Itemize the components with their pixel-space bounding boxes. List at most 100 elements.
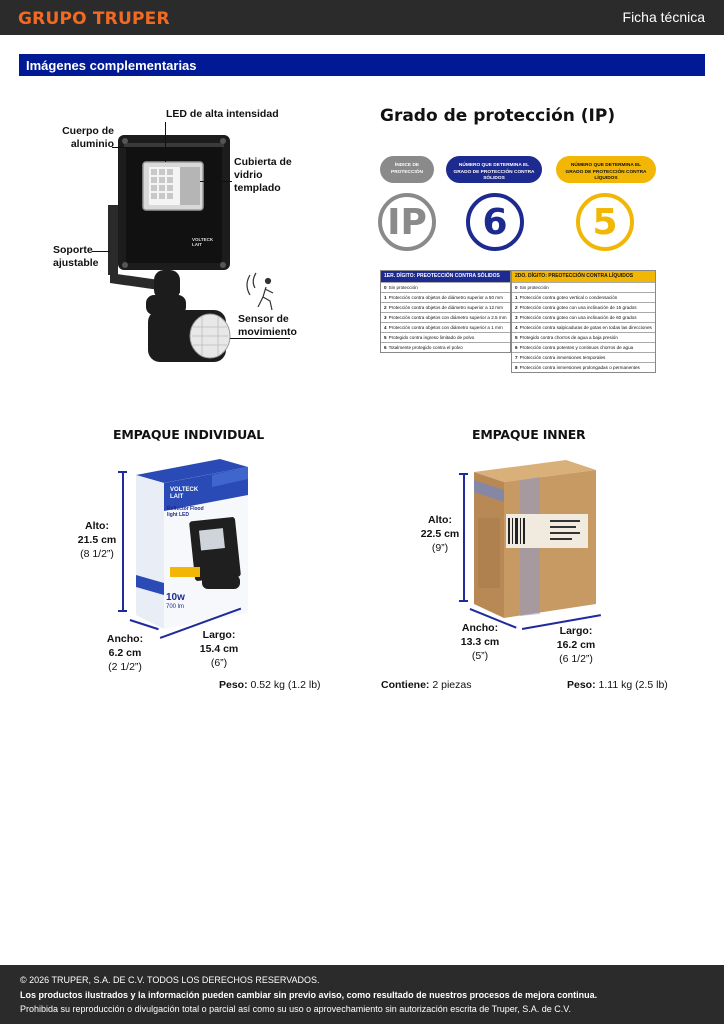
ip-solids-circle: 6: [466, 193, 524, 251]
callout-glass-line: [200, 181, 232, 182]
individual-width-in: (2 1/2”): [108, 661, 142, 673]
callout-body-line: [112, 147, 128, 148]
document-type-label: Ficha técnica: [622, 9, 705, 25]
individual-weight: Peso: 0.52 kg (1.2 lb): [219, 679, 321, 691]
individual-height-tick-top: [118, 471, 127, 473]
callout-glass: Cubierta de vidrio templado: [234, 156, 292, 194]
individual-height-tick-bottom: [118, 610, 127, 612]
row-description: Protección contra objetos de diámetro su…: [388, 295, 503, 300]
inner-height-label: Alto:: [428, 514, 452, 526]
footer-copyright: © 2026 TRUPER, S.A. DE C.V. TODOS LOS DE…: [20, 975, 320, 985]
inner-contents-value: 2 piezas: [432, 679, 472, 691]
brand-logo: GRUPO TRUPER: [18, 9, 170, 29]
inner-package-title: EMPAQUE INNER: [472, 427, 586, 442]
callout-led-line: [165, 122, 166, 162]
inner-width-in: (5”): [471, 650, 489, 662]
row-description: Protección contra objetos con diámetro s…: [388, 315, 507, 320]
individual-height-line: [122, 471, 124, 611]
callout-sensor: Sensor de movimiento: [238, 313, 297, 338]
row-digit: 4: [384, 325, 387, 330]
top-header-bar: GRUPO TRUPER Ficha técnica: [0, 0, 724, 35]
individual-length-label: Largo:: [202, 629, 236, 641]
row-description: Protección contra inmersiones temporales: [519, 355, 606, 360]
individual-width-label: Ancho:: [106, 633, 144, 645]
inner-length-dim: Largo: 16.2 cm (6 1/2”): [551, 624, 601, 666]
individual-width-dim: Ancho: 6.2 cm (2 1/2”): [100, 632, 150, 674]
product-illustration: LED de alta intensidad Cuerpo de alumini…: [50, 105, 300, 370]
individual-box-watts: 10w: [166, 592, 185, 603]
ip-index-pill: ÍNDICE DE PROTECCIÓN: [380, 156, 434, 183]
callout-support: Soporte ajustable: [53, 244, 99, 269]
section-title: Imágenes complementarias: [26, 58, 197, 73]
inner-contents-label: Contiene:: [381, 679, 430, 691]
individual-height-dim: Alto: 21.5 cm (8 1/2”): [74, 519, 120, 561]
inner-width-dim: Ancho: 13.3 cm (5”): [455, 621, 505, 663]
callout-support-line: [92, 251, 110, 252]
row-digit: 4: [515, 325, 518, 330]
individual-box-lumens: 700 lm: [166, 604, 185, 610]
row-digit: 3: [384, 315, 387, 320]
row-description: Protección contra objetos con diámetro s…: [388, 325, 503, 330]
inner-weight-label: Peso:: [567, 679, 596, 691]
ip-solids-table-header: 1ER. DÍGITO: PREOTECCIÓN CONTRA SÓLIDOS: [381, 271, 510, 282]
row-digit: 5: [515, 335, 518, 340]
inner-width-cm: 13.3 cm: [460, 636, 500, 648]
row-digit: 6: [515, 345, 518, 350]
row-digit: 6: [384, 345, 387, 350]
individual-length-dim: Largo: 15.4 cm (6”): [194, 628, 244, 670]
individual-box-image: [136, 459, 248, 629]
individual-weight-value: 0.52 kg (1.2 lb): [250, 679, 321, 691]
inner-length-cm: 16.2 cm: [556, 639, 596, 651]
footer-notice: Los productos ilustrados y la informació…: [20, 990, 598, 1000]
individual-length-cm: 15.4 cm: [199, 643, 239, 655]
row-digit: 1: [384, 295, 387, 300]
ip-solids-table: 1ER. DÍGITO: PREOTECCIÓN CONTRA SÓLIDOS …: [380, 270, 511, 353]
individual-width-cm: 6.2 cm: [108, 647, 142, 659]
ip-liquids-table-header: 2DO. DÍGITO: PREOTECCIÓN CONTRA LÍQUIDOS: [512, 271, 655, 282]
ip-solids-pill: NÚMERO QUE DETERMINA EL GRADO DE PROTECC…: [446, 156, 542, 183]
floodlight-image: [108, 135, 274, 362]
inner-height-cm: 22.5 cm: [420, 528, 460, 540]
row-description: Totalmente protegido contra el polvo: [388, 345, 463, 350]
ip-title: Grado de protección (IP): [380, 106, 616, 126]
inner-weight: Peso: 1.11 kg (2.5 lb): [567, 679, 668, 691]
callout-sensor-line: [230, 338, 290, 339]
footer: © 2026 TRUPER, S.A. DE C.V. TODOS LOS DE…: [0, 965, 724, 1024]
individual-length-in: (6”): [210, 657, 228, 669]
row-description: Protección contra goteo vertical o conde…: [519, 295, 618, 300]
volteck-badge: VOLTECK LAIT: [192, 237, 214, 247]
footer-prohibition: Prohibida su reproducción o divulgación …: [20, 1004, 571, 1014]
row-digit: 2: [515, 305, 518, 310]
row-digit: 0: [515, 285, 518, 290]
inner-width-label: Ancho:: [461, 622, 499, 634]
inner-length-in: (6 1/2”): [559, 653, 593, 665]
row-description: Protección contra objetos de diámetro su…: [388, 305, 503, 310]
inner-box-image: [474, 460, 596, 618]
row-description: Protección contra potentes y continuos c…: [519, 345, 634, 350]
row-description: Protegido contra ingreso limitado de pol…: [388, 335, 475, 340]
row-digit: 8: [515, 365, 518, 370]
row-digit: 7: [515, 355, 518, 360]
inner-weight-value: 1.11 kg (2.5 lb): [598, 679, 668, 691]
row-digit: 5: [384, 335, 387, 340]
inner-height-line: [463, 473, 465, 601]
inner-length-label: Largo:: [559, 625, 593, 637]
inner-height-dim: Alto: 22.5 cm (9”): [417, 513, 463, 555]
callout-body: Cuerpo de aluminio: [62, 125, 114, 150]
individual-weight-label: Peso:: [219, 679, 248, 691]
row-description: Protección contra inmersiones prolongada…: [519, 365, 640, 370]
inner-height-tick-top: [459, 473, 468, 475]
row-description: Protegido contra chorros de agua a baja …: [519, 335, 618, 340]
row-description: Sin protección: [519, 285, 549, 290]
individual-box-brand: VOLTECK LAIT: [170, 487, 199, 500]
